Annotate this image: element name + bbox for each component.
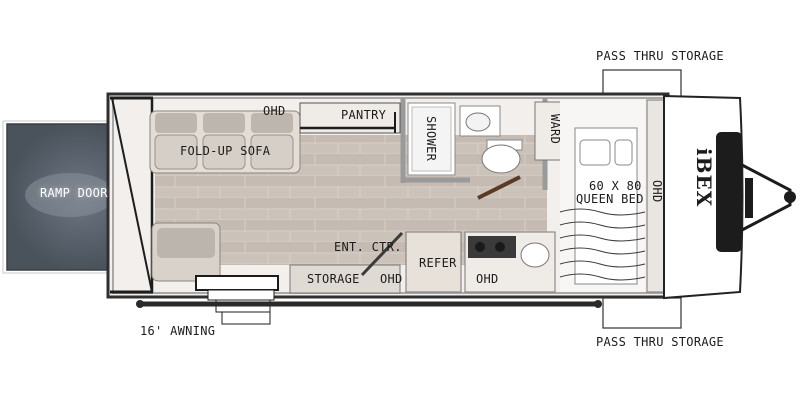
refrigerator bbox=[405, 231, 462, 293]
ent-center-door bbox=[360, 231, 404, 277]
storage-counter bbox=[289, 264, 401, 294]
hitch bbox=[741, 163, 796, 232]
kitchen bbox=[464, 231, 556, 293]
ramp-door-label: RAMP DOOR bbox=[40, 186, 108, 200]
ibex-logo: iBEX bbox=[692, 148, 716, 208]
awning-label: 16' AWNING bbox=[140, 324, 216, 338]
pantry-ohd bbox=[299, 102, 401, 134]
bed-size-label: 60 X 80 bbox=[589, 179, 642, 193]
ent-ctr-label: ENT. CTR. bbox=[334, 240, 402, 254]
shower-label: SHOWER bbox=[424, 116, 438, 162]
ohd-top-label: OHD bbox=[263, 104, 286, 118]
pass-thru-storage-bottom-label: PASS THRU STORAGE bbox=[596, 335, 724, 349]
queen-bed-label: QUEEN BED bbox=[576, 192, 644, 206]
bedroom bbox=[559, 99, 665, 293]
ohd-bottom-right-label: OHD bbox=[476, 272, 499, 286]
front-cap bbox=[663, 94, 744, 300]
storage-label: STORAGE bbox=[307, 272, 360, 286]
ohd-front-label: OHD bbox=[650, 180, 664, 203]
awning bbox=[136, 300, 602, 308]
refer-label: REFER bbox=[419, 256, 457, 270]
ohd-bottom-left-label: OHD bbox=[380, 272, 403, 286]
pantry-label: PANTRY bbox=[341, 108, 387, 122]
pass-thru-storage-bottom-box bbox=[602, 297, 682, 329]
bath-door bbox=[477, 175, 521, 200]
ward-label: WARD bbox=[548, 114, 562, 145]
fold-up-sofa bbox=[149, 110, 301, 174]
toilet bbox=[481, 139, 523, 174]
shower bbox=[407, 102, 456, 176]
entry-steps bbox=[195, 275, 279, 325]
side-chair bbox=[151, 222, 221, 282]
fold-up-sofa-label: FOLD-UP SOFA bbox=[180, 144, 271, 158]
bath-sink bbox=[459, 105, 501, 137]
pass-thru-storage-top-label: PASS THRU STORAGE bbox=[596, 49, 724, 63]
